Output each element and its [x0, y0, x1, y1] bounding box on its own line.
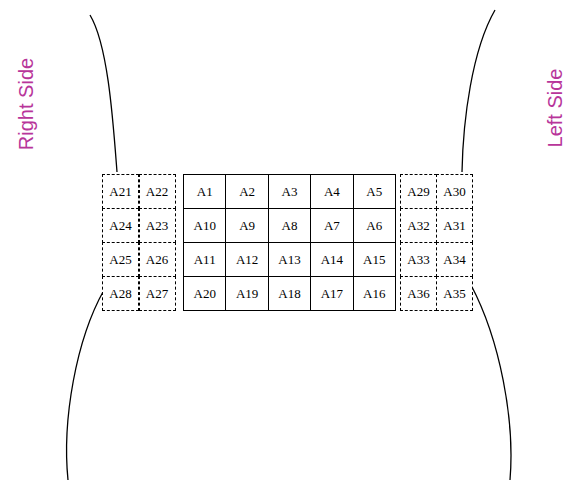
zone-label: A19 [236, 287, 258, 300]
zone-label: A18 [278, 287, 300, 300]
zone-label: A27 [146, 287, 168, 300]
zone-cell: A5 [353, 174, 396, 209]
zone-cell: A1 [183, 174, 226, 209]
side-label: Left Side [545, 69, 565, 148]
zone-label: A36 [407, 287, 429, 300]
zone-label: A28 [109, 287, 131, 300]
zone-label: A33 [407, 253, 429, 266]
zone-label: A35 [443, 287, 465, 300]
zone-cell: A19 [225, 276, 268, 311]
dashed-zone-cell: A29 [400, 174, 437, 209]
zone-label: A26 [146, 253, 168, 266]
zone-label: A1 [197, 185, 213, 198]
zone-label: A31 [443, 219, 465, 232]
zone-cell: A13 [268, 242, 311, 277]
zone-label: A25 [109, 253, 131, 266]
zone-label: A16 [363, 287, 385, 300]
torso-edge [67, 290, 104, 480]
dashed-zone-cell: A34 [436, 242, 473, 277]
zone-label: A6 [366, 219, 382, 232]
zone-cell: A10 [183, 208, 226, 243]
zone-label: A10 [194, 219, 216, 232]
zone-cell: A14 [310, 242, 353, 277]
torso-edge [462, 10, 495, 172]
zone-label: A4 [324, 185, 340, 198]
dashed-zone-cell: A36 [400, 276, 437, 311]
zone-cell: A2 [225, 174, 268, 209]
zone-label: A12 [236, 253, 258, 266]
dashed-zone-cell: A21 [102, 174, 139, 209]
dashed-zone-cell: A33 [400, 242, 437, 277]
dashed-zone-cell: A26 [139, 242, 176, 277]
zone-label: A11 [194, 253, 216, 266]
zone-cell: A11 [183, 242, 226, 277]
zone-label: A29 [407, 185, 429, 198]
zone-cell: A3 [268, 174, 311, 209]
zone-label: A9 [239, 219, 255, 232]
zone-label: A34 [443, 253, 465, 266]
zone-label: A14 [321, 253, 343, 266]
zone-cell: A12 [225, 242, 268, 277]
zone-cell: A6 [353, 208, 396, 243]
zone-cell: A16 [353, 276, 396, 311]
zone-label: A21 [109, 185, 131, 198]
zone-label: A7 [324, 219, 340, 232]
zone-cell: A20 [183, 276, 226, 311]
zone-cell: A17 [310, 276, 353, 311]
zone-label: A8 [282, 219, 298, 232]
side-label: Right Side [16, 58, 36, 150]
dashed-zone-cell: A32 [400, 208, 437, 243]
dashed-zone-cell: A24 [102, 208, 139, 243]
dashed-zone-cell: A22 [139, 174, 176, 209]
zone-cell: A4 [310, 174, 353, 209]
zone-label: A30 [443, 185, 465, 198]
zone-cell: A15 [353, 242, 396, 277]
zone-label: A15 [363, 253, 385, 266]
zone-label: A23 [146, 219, 168, 232]
dashed-zone-cell: A31 [436, 208, 473, 243]
zone-cell: A9 [225, 208, 268, 243]
zone-cell: A8 [268, 208, 311, 243]
zone-label: A17 [321, 287, 343, 300]
dashed-zone-cell: A25 [102, 242, 139, 277]
dashed-zone-cell: A23 [139, 208, 176, 243]
torso-edge [471, 285, 511, 480]
zone-cell: A7 [310, 208, 353, 243]
zone-label: A2 [239, 185, 255, 198]
zone-cell: A18 [268, 276, 311, 311]
dashed-zone-cell: A27 [139, 276, 176, 311]
zone-label: A13 [278, 253, 300, 266]
dashed-zone-cell: A35 [436, 276, 473, 311]
dashed-zone-cell: A30 [436, 174, 473, 209]
zone-label: A22 [146, 185, 168, 198]
zone-label: A5 [366, 185, 382, 198]
dashed-zone-cell: A28 [102, 276, 139, 311]
zone-label: A20 [194, 287, 216, 300]
zone-label: A24 [109, 219, 131, 232]
torso-edge [90, 15, 117, 172]
zone-label: A3 [282, 185, 298, 198]
zone-label: A32 [407, 219, 429, 232]
